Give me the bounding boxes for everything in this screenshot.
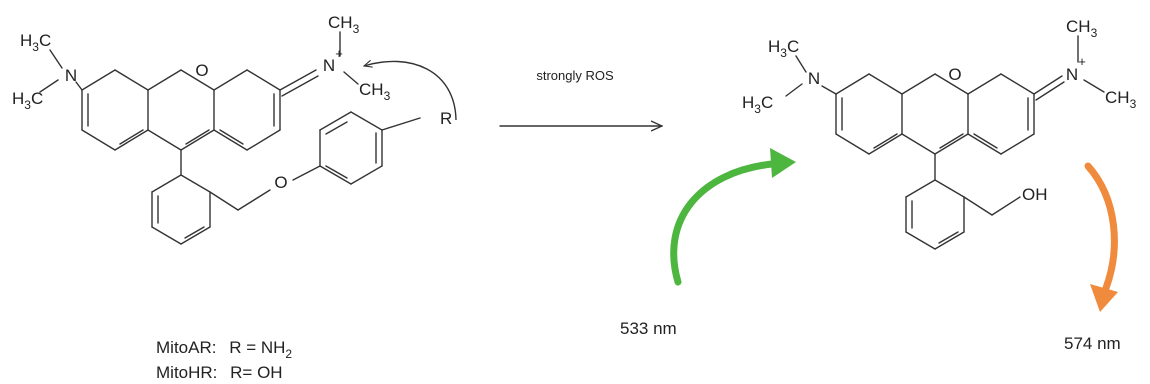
- probe-atom-labels: O N H3C H3C N + CH3 CH3 O R: [12, 13, 452, 192]
- probe-ether-o-label: O: [274, 173, 287, 192]
- probe-line-mitohr: MitoHR: R= OH: [156, 363, 283, 382]
- probe-amine-methyl-top: H3C: [20, 31, 51, 54]
- product-amine-n-label: N: [808, 69, 820, 88]
- excitation-arrow-head: [770, 148, 796, 178]
- emission-arrow-shaft: [1084, 162, 1118, 292]
- probe-amine-n-label: N: [65, 66, 77, 85]
- probe-name-mitohr: MitoHR:: [156, 363, 217, 382]
- electron-push-arrow: [364, 61, 457, 121]
- reaction-condition: strongly ROS: [536, 68, 614, 83]
- excitation-arrow: [670, 148, 796, 286]
- probe-iminium-plus: +: [335, 46, 343, 61]
- product-iminium-methyl-right: CH3: [1105, 88, 1137, 111]
- probe-oxygen-label: O: [195, 61, 208, 80]
- product-hydroxyl-label: OH: [1022, 185, 1048, 204]
- probe-amine-methyl-bottom: H3C: [12, 89, 43, 112]
- reaction-arrow-group: strongly ROS: [499, 68, 662, 126]
- product-amine-methyl-top: H3C: [768, 37, 799, 60]
- probe-molecule: O N H3C H3C N + CH3 CH3 O R: [12, 13, 457, 245]
- probe-substituent-mitoar: R = NH: [229, 338, 285, 357]
- product-iminium-methyl-top: CH3: [1066, 17, 1098, 40]
- probe-line-mitoar: MitoAR: R = NH2: [156, 338, 292, 361]
- probe-iminium-n-label: N: [323, 56, 335, 75]
- probe-substituent-mitoar-subscript: 2: [285, 347, 292, 361]
- product-molecule: O N H3C H3C N + CH3 CH3 OH: [742, 17, 1137, 250]
- excitation-arrow-shaft: [670, 160, 776, 286]
- probe-substituent-mitohr: R= OH: [230, 363, 282, 382]
- product-atom-labels: O N H3C H3C N + CH3 CH3 OH: [742, 17, 1137, 204]
- emission-arrow-head: [1090, 284, 1118, 312]
- product-iminium-plus: +: [1078, 54, 1086, 69]
- emission-arrow: [1084, 162, 1118, 312]
- excitation-wavelength: 533 nm: [620, 319, 677, 338]
- probe-bonds: [39, 31, 421, 245]
- product-oxygen-label: O: [948, 65, 961, 84]
- product-bonds: [785, 35, 1105, 250]
- product-iminium-n-label: N: [1066, 65, 1078, 84]
- probe-name-mitoar: MitoAR:: [156, 338, 216, 357]
- probe-r-label: R: [440, 109, 452, 128]
- emission-wavelength: 574 nm: [1064, 334, 1121, 353]
- product-amine-methyl-bottom: H3C: [742, 93, 773, 116]
- probe-iminium-methyl-right: CH3: [359, 80, 391, 103]
- probe-iminium-methyl-top: CH3: [328, 13, 360, 36]
